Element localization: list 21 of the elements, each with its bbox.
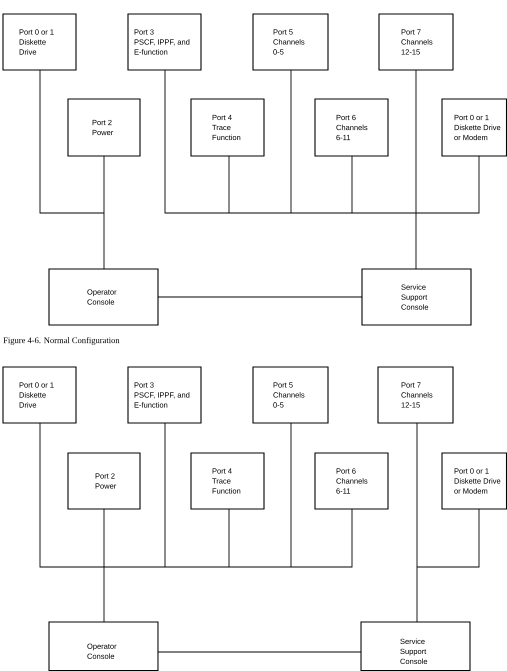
connector-line [290,212,352,214]
connector-line [104,566,166,568]
connector-line [228,566,292,568]
connector-line [352,212,416,214]
connector-line [228,212,292,214]
connector-line [228,156,230,214]
connector-line [416,508,480,568]
connector-line [290,422,292,568]
connector-line [164,422,166,568]
connector-line [164,70,230,214]
connector-line [290,70,292,214]
connector-line [416,422,418,568]
connector-line [164,566,230,568]
connector-line [290,508,352,568]
connector-line [228,508,230,568]
caption: Figure 4-6. Normal Configuration [3,337,120,345]
connector-line [416,566,418,622]
connector-line [40,422,104,568]
connector-line [416,156,480,214]
connector-line [158,296,362,298]
connector-line [40,70,104,214]
